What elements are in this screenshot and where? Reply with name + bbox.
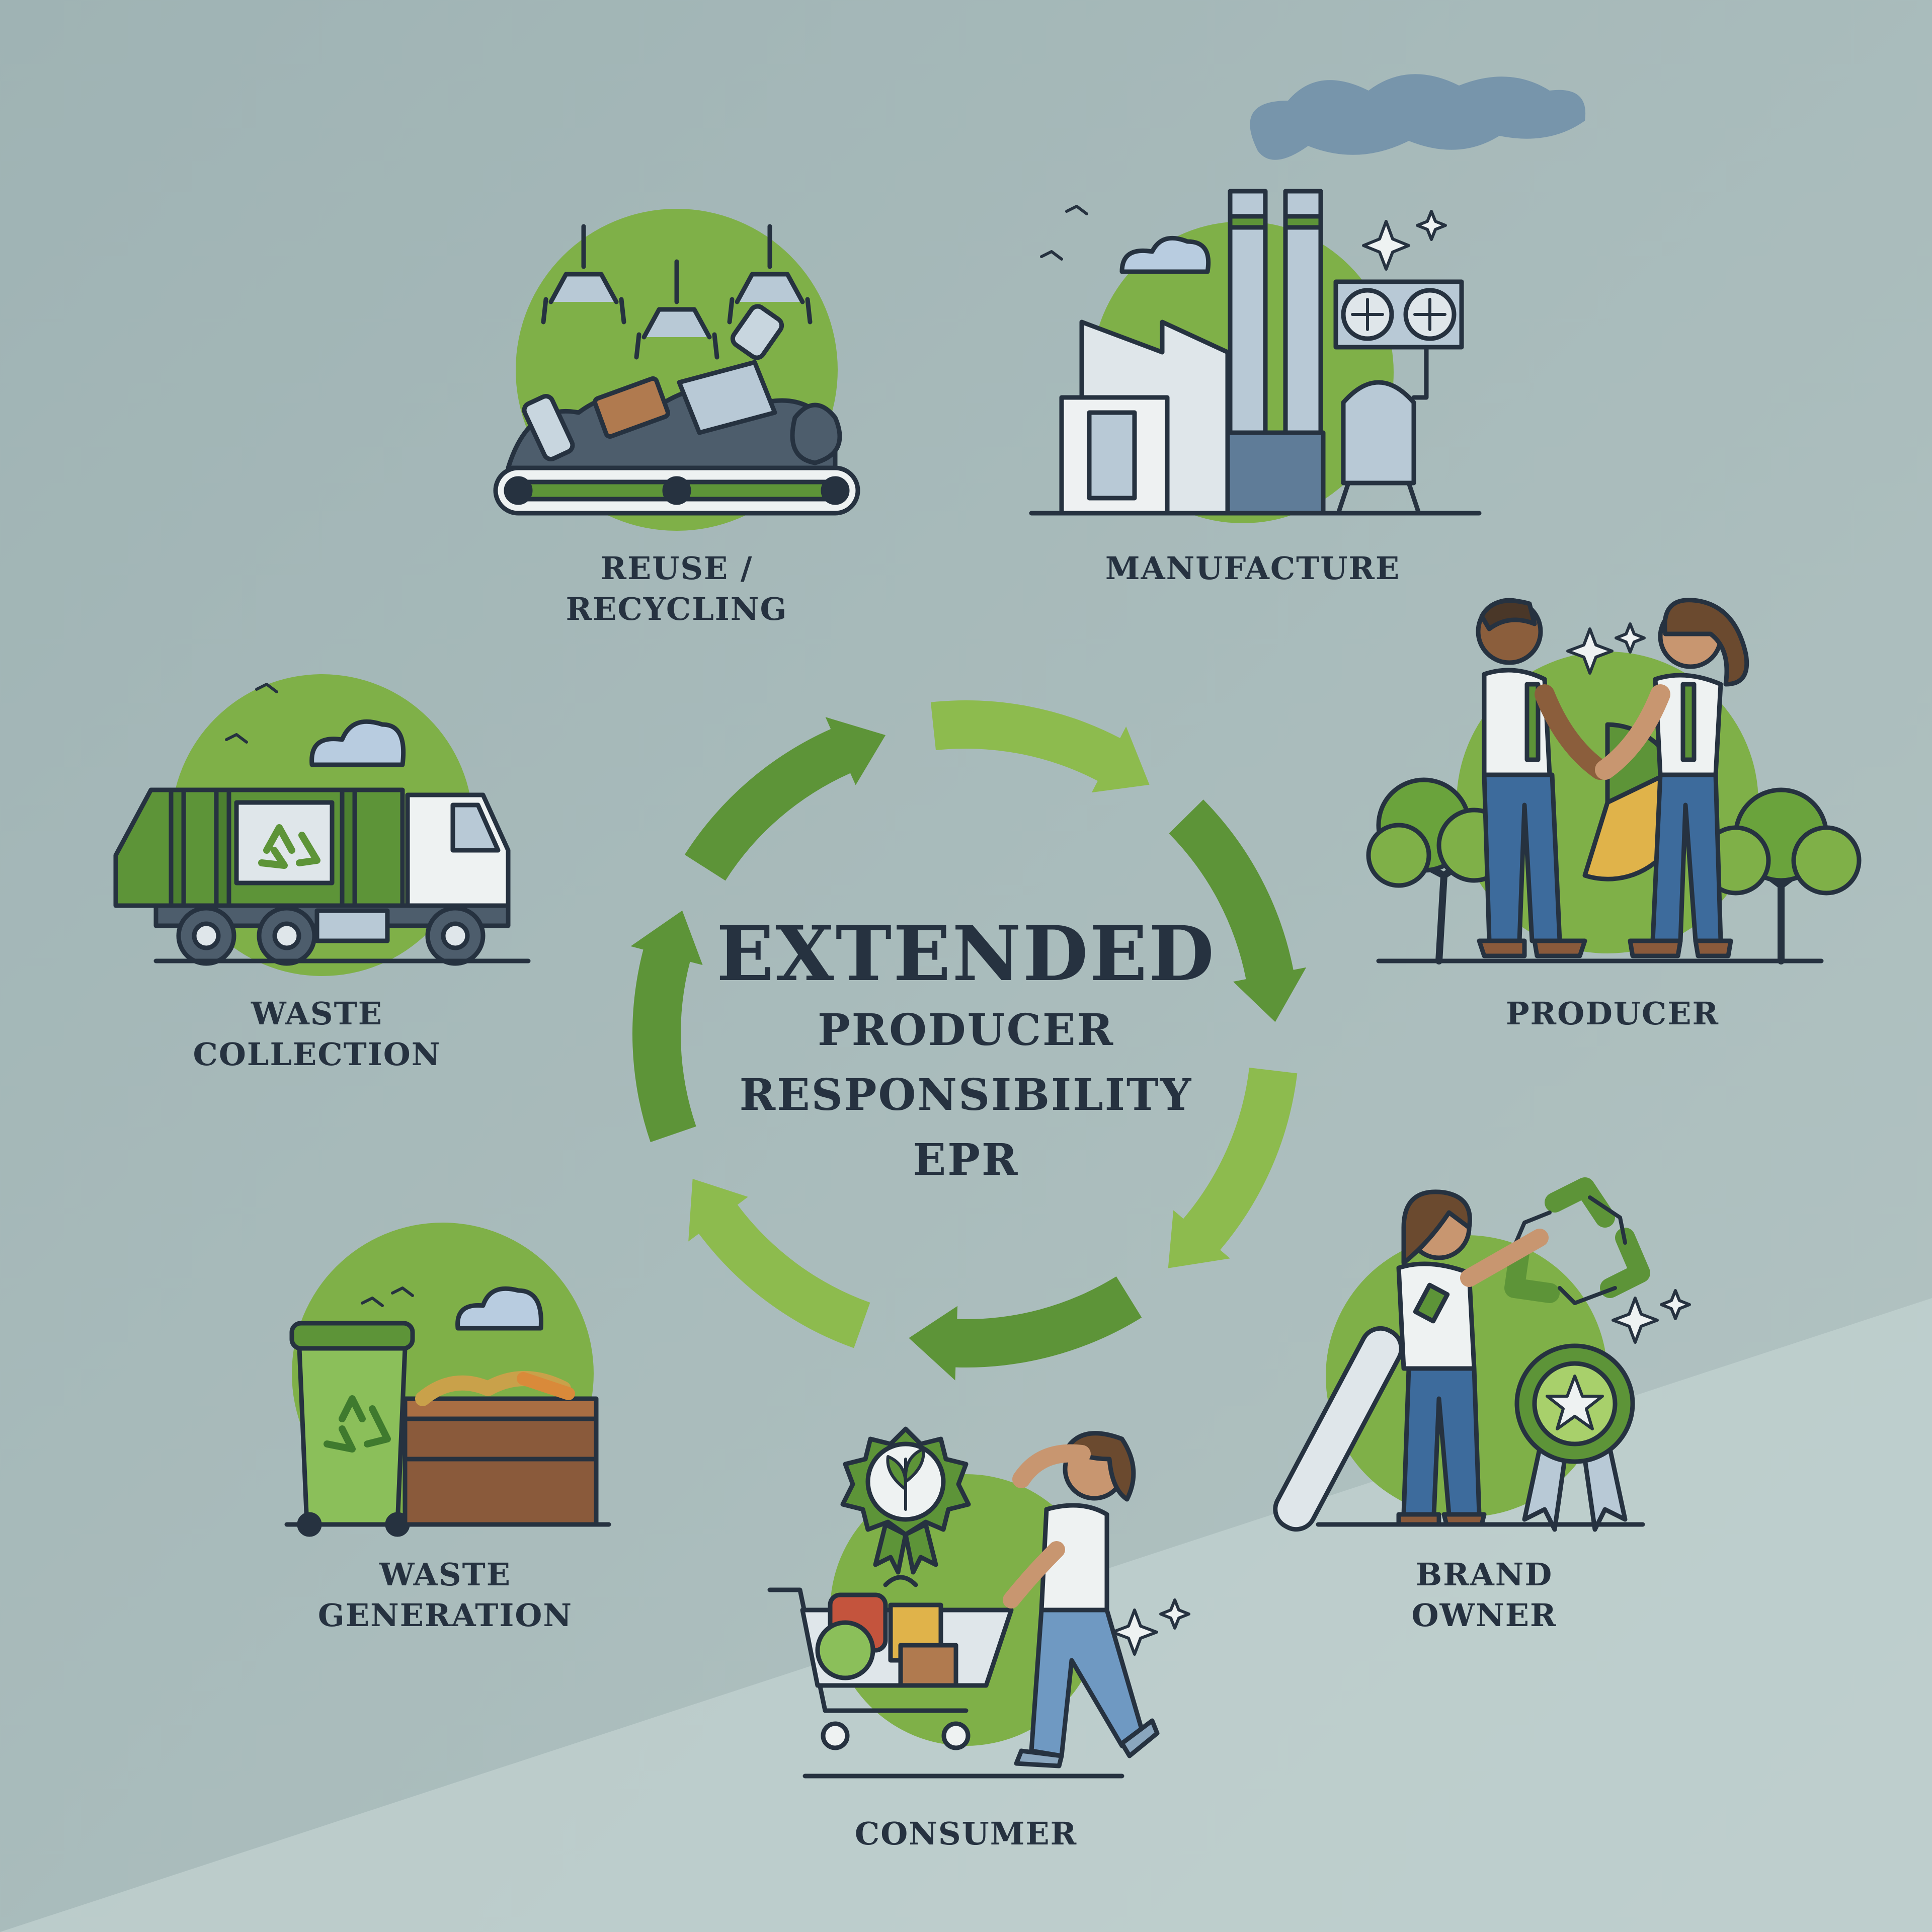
label-brand-line2: OWNER bbox=[1411, 1596, 1557, 1634]
center-title: EXTENDED PRODUCER RESPONSIBILITY EPR bbox=[716, 911, 1216, 1192]
label-waste-gen-line1: WASTE bbox=[379, 1556, 511, 1593]
conveyor-claw-icon bbox=[493, 209, 860, 531]
cycle-arrow-7 bbox=[630, 910, 703, 1143]
factory-icon bbox=[1029, 74, 1586, 523]
label-producer: PRODUCER bbox=[1506, 994, 1719, 1034]
label-waste-gen-line2: GENERATION bbox=[317, 1596, 573, 1634]
label-consumer: CONSUMER bbox=[855, 1814, 1077, 1855]
label-consumer-line1: CONSUMER bbox=[854, 1815, 1078, 1852]
label-reuse-line1: REUSE / bbox=[600, 550, 753, 587]
label-manufacture: MANUFACTURE bbox=[1105, 548, 1400, 589]
cycle-arrow-2 bbox=[930, 700, 1150, 793]
label-waste-col-line2: COLLECTION bbox=[193, 1035, 441, 1073]
label-brand-line1: BRAND bbox=[1415, 1556, 1553, 1593]
label-producer-line1: PRODUCER bbox=[1505, 995, 1720, 1032]
title-producer: PRODUCER bbox=[817, 1004, 1115, 1056]
label-waste-col-line1: WASTE bbox=[251, 995, 383, 1032]
label-reuse-line2: RECYCLING bbox=[566, 590, 788, 627]
handshake-icon bbox=[1366, 598, 1862, 964]
label-waste-generation: WASTE GENERATION bbox=[318, 1555, 573, 1636]
label-manufacture-line1: MANUFACTURE bbox=[1105, 550, 1401, 587]
title-responsibility: RESPONSIBILITY bbox=[739, 1069, 1193, 1120]
shopping-cart-icon bbox=[767, 1426, 1190, 1779]
cycle-arrow-4 bbox=[1168, 1067, 1298, 1268]
tree-left bbox=[1366, 777, 1512, 964]
cycle-arrow-3 bbox=[1169, 799, 1307, 1022]
tree-right bbox=[1701, 787, 1862, 964]
cycle-arrow-5 bbox=[909, 1276, 1142, 1381]
title-epr: EPR bbox=[913, 1134, 1019, 1185]
label-brand-owner: BRAND OWNER bbox=[1411, 1555, 1557, 1636]
cycle-arrow-1 bbox=[684, 717, 886, 881]
label-waste-collection: WASTE COLLECTION bbox=[193, 994, 441, 1075]
cycle-arrows bbox=[630, 700, 1307, 1381]
garbage-truck-icon bbox=[113, 674, 531, 976]
compost-bin-icon bbox=[284, 1223, 611, 1537]
title-extended: EXTENDED bbox=[716, 910, 1216, 998]
label-reuse-recycling: REUSE / RECYCLING bbox=[566, 548, 788, 629]
recycle-award-icon bbox=[1273, 1177, 1691, 1532]
cycle-arrow-6 bbox=[688, 1179, 870, 1348]
